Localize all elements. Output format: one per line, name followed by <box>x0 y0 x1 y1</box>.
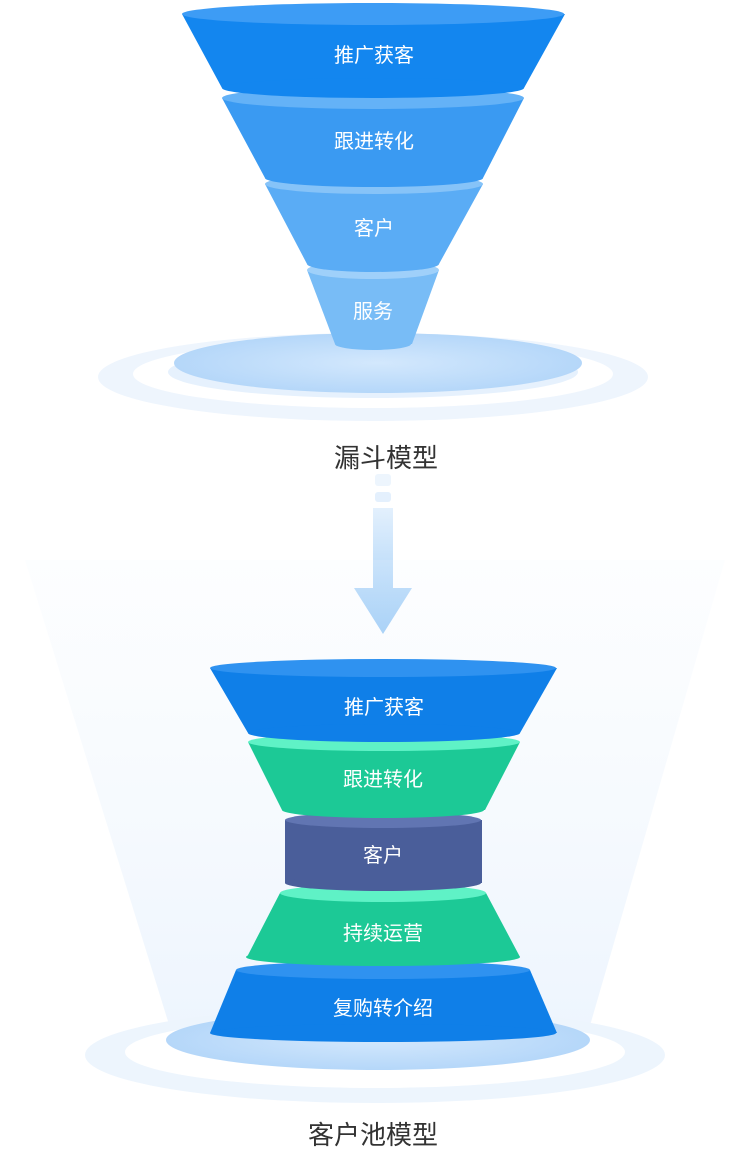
funnel-model-title: 漏斗模型 <box>334 444 438 474</box>
funnel-stage-3: 客户 <box>265 174 483 272</box>
pool-stage-4-label: 持续运营 <box>343 921 423 945</box>
funnel-stage-2: 跟进转化 <box>222 87 524 187</box>
pool-stage-2: 跟进转化 <box>248 733 520 818</box>
pool-stage-1-label: 推广获客 <box>344 695 424 719</box>
funnel-stage-2-label: 跟进转化 <box>334 129 414 153</box>
pool-stage-1: 推广获客 <box>210 659 557 742</box>
pool-stage-3-label: 客户 <box>363 843 403 867</box>
pool-model: 复购转介绍 持续运营 客户 跟进转化 推广获客 <box>25 560 725 1151</box>
funnel-stage-3-label: 客户 <box>354 216 394 240</box>
pool-stage-5-label: 复购转介绍 <box>333 996 433 1020</box>
funnel-base-rings <box>98 333 648 421</box>
pool-model-title: 客户池模型 <box>308 1121 438 1151</box>
pool-stage-3: 客户 <box>285 812 482 891</box>
funnel-stage-1-label: 推广获客 <box>334 43 414 67</box>
pool-stage-2-label: 跟进转化 <box>343 767 423 791</box>
funnel-stage-1: 推广获客 <box>182 3 565 98</box>
funnel-model: 服务 客户 跟进转化 推广获客 漏斗模型 <box>98 3 648 474</box>
pool-stage-4: 持续运营 <box>246 884 520 966</box>
funnel-stage-4-label: 服务 <box>353 299 393 323</box>
pool-stage-5: 复购转介绍 <box>210 961 557 1042</box>
